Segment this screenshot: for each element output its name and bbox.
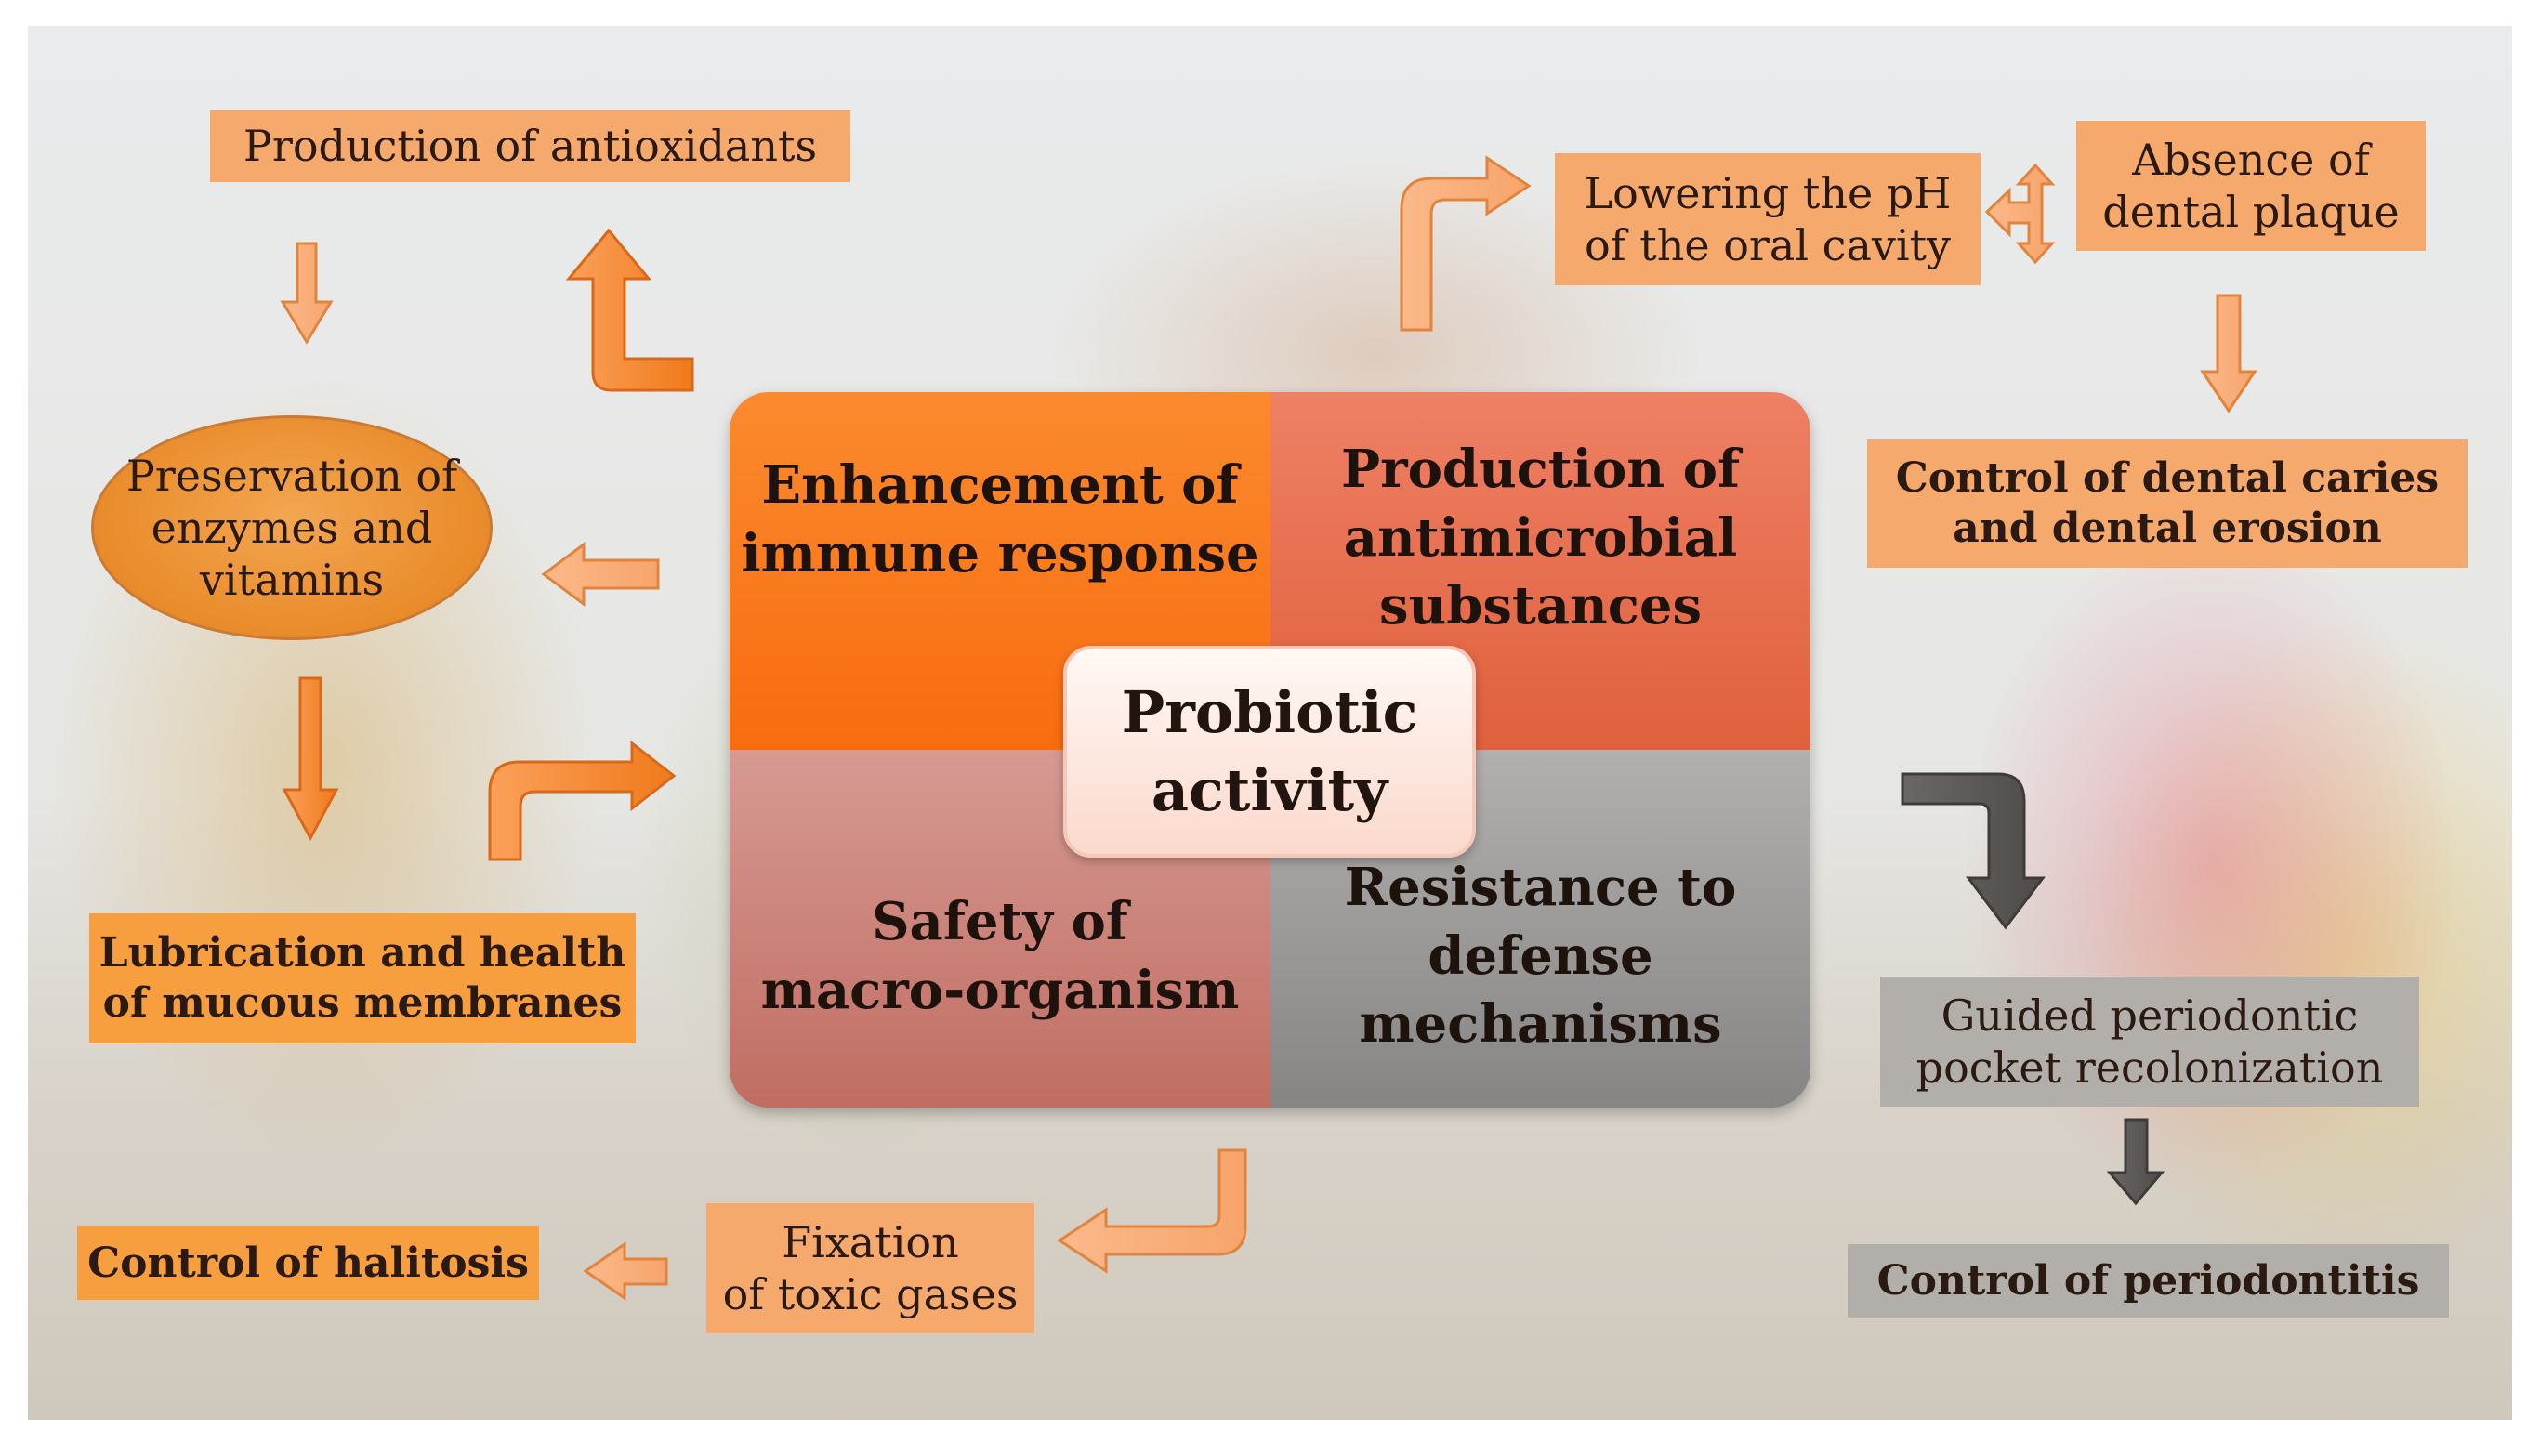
caries-label: Control of dental caries and dental eros… bbox=[1895, 454, 2440, 552]
antioxidants-label: Production of antioxidants bbox=[243, 120, 818, 171]
box-fixation-of-toxic-gases: Fixation of toxic gases bbox=[706, 1203, 1034, 1333]
quadrant-group: Enhancement of immune response Productio… bbox=[730, 392, 1810, 1108]
box-absence-of-dental-plaque: Absence of dental plaque bbox=[2076, 121, 2426, 251]
center-probiotic-activity: Probiotic activity bbox=[1063, 646, 1476, 858]
box-control-of-dental-caries: Control of dental caries and dental eros… bbox=[1867, 439, 2468, 568]
arrow-enzymes-to-lubrication bbox=[282, 676, 339, 842]
quadrant-macro-organism-safety: Safety of macro-organism bbox=[730, 750, 1270, 1108]
ellipse-preservation-of-enzymes: Preservation of enzymes and vitamins bbox=[91, 415, 493, 640]
arrow-quadrant-to-guided bbox=[1901, 772, 2046, 930]
arrow-guided-to-periodontitis bbox=[2106, 1118, 2165, 1206]
center-label: Probiotic activity bbox=[1121, 678, 1418, 824]
quadrant-immune-response: Enhancement of immune response bbox=[730, 392, 1270, 750]
box-production-of-antioxidants: Production of antioxidants bbox=[210, 110, 850, 182]
quadrant-safety-label: Safety of macro-organism bbox=[760, 890, 1240, 1021]
quadrant-resistance-label: Resistance to defense mechanisms bbox=[1344, 856, 1737, 1056]
arrow-lowering-ph-plaque-bidirectional bbox=[1984, 163, 2056, 265]
lubrication-label: Lubrication and health of mucous membran… bbox=[99, 929, 626, 1027]
quadrant-immune-response-label: Enhancement of immune response bbox=[741, 453, 1259, 584]
arrow-lubrication-to-quadrant bbox=[488, 740, 677, 861]
box-lowering-ph: Lowering the pH of the oral cavity bbox=[1555, 153, 1981, 285]
enzymes-label: Preservation of enzymes and vitamins bbox=[125, 450, 458, 606]
fixation-label: Fixation of toxic gases bbox=[722, 1216, 1019, 1319]
arrow-quadrant-to-lowering-ph bbox=[1400, 155, 1532, 332]
arrow-quadrant-to-enzymes bbox=[541, 542, 660, 607]
box-control-of-periodontitis: Control of periodontitis bbox=[1848, 1244, 2449, 1318]
lowering-ph-label: Lowering the pH of the oral cavity bbox=[1584, 167, 1952, 270]
halitosis-label: Control of halitosis bbox=[87, 1239, 529, 1287]
arrow-quadrant-to-antioxidants bbox=[565, 228, 694, 392]
quadrant-antimicrobial-label: Production of antimicrobial substances bbox=[1340, 438, 1741, 637]
box-lubrication-mucous-membranes: Lubrication and health of mucous membran… bbox=[89, 913, 636, 1043]
arrow-antioxidants-to-enzymes bbox=[280, 242, 334, 345]
arrow-quadrant-to-fixation bbox=[1057, 1148, 1247, 1274]
arrow-fixation-to-halitosis bbox=[583, 1241, 668, 1301]
plaque-label: Absence of dental plaque bbox=[2102, 134, 2400, 237]
box-guided-periodontic-recolonization: Guided periodontic pocket recolonization bbox=[1880, 977, 2419, 1107]
guided-label: Guided periodontic pocket recolonization bbox=[1915, 990, 2384, 1093]
arrow-plaque-to-caries bbox=[2200, 294, 2257, 413]
periodontitis-label: Control of periodontitis bbox=[1876, 1256, 2420, 1305]
box-control-of-halitosis: Control of halitosis bbox=[77, 1226, 539, 1300]
